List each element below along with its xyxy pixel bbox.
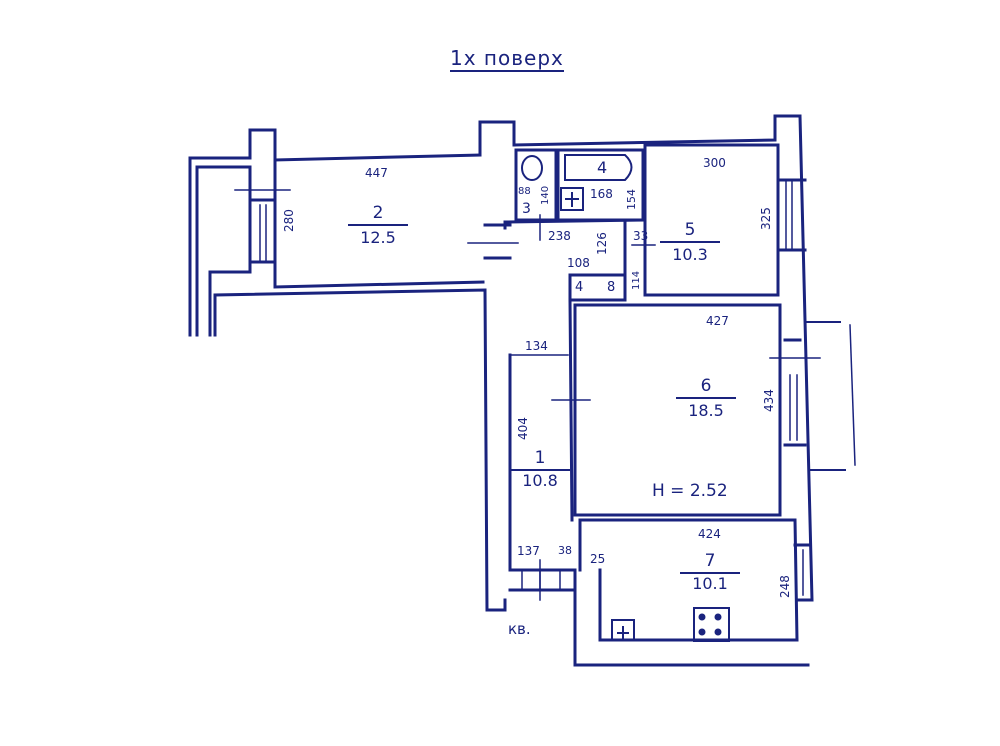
room-5-width: 300 [703,156,726,170]
wall [213,288,489,612]
room-3-number: 3 [522,201,531,217]
entry-dim-25: 25 [590,552,606,566]
wall [503,218,647,230]
room-4-width: 168 [590,187,613,201]
corridor-width: 238 [548,229,571,243]
room-7-length: 248 [778,575,792,598]
corridor-small: 33 [633,229,649,243]
room-1-width: 134 [525,339,548,353]
corridor-vertical: 126 [595,232,609,255]
room-5-number: 5 [660,222,720,243]
closet-width: 108 [567,256,590,270]
room-7-area: 10.1 [692,574,728,593]
room-4-number: 4 [597,158,608,177]
room-4-length: 154 [625,189,638,210]
room-2-width: 447 [365,166,388,180]
room-8-number: 8 [607,280,616,295]
entry-dim-137: 137 [517,544,540,558]
room-6-width: 427 [706,314,729,328]
floor-title: 1x поверх [450,46,564,72]
ceiling-height: H = 2.52 [652,481,728,501]
wall [798,114,814,602]
room-2-length: 280 [282,209,296,232]
wall [195,165,252,337]
room-1-area: 10.8 [522,471,558,490]
room-7-number: 7 [680,553,740,574]
closet-length: 114 [631,270,642,290]
wall [578,518,799,642]
room-6-area: 18.5 [688,401,724,420]
room-5-length: 325 [759,207,773,230]
wall [188,128,482,337]
room-1-length: 404 [516,417,530,440]
apartment-label: кв. [508,620,531,638]
wall [273,158,485,289]
room-2-number: 2 [348,205,408,226]
room-2-area: 12.5 [360,228,396,247]
room-1-number: 1 [510,450,570,471]
room-5-area: 10.3 [672,245,708,264]
room-6-length: 434 [762,389,776,412]
room-3-width: 88 [518,186,531,197]
closet-label: 4 [575,280,584,295]
entry-dim-38: 38 [558,544,572,557]
wall [512,114,802,147]
room-6-number: 6 [676,378,736,399]
room-7-width: 424 [698,527,721,541]
room-3-length: 140 [540,185,551,205]
wall [478,120,516,157]
